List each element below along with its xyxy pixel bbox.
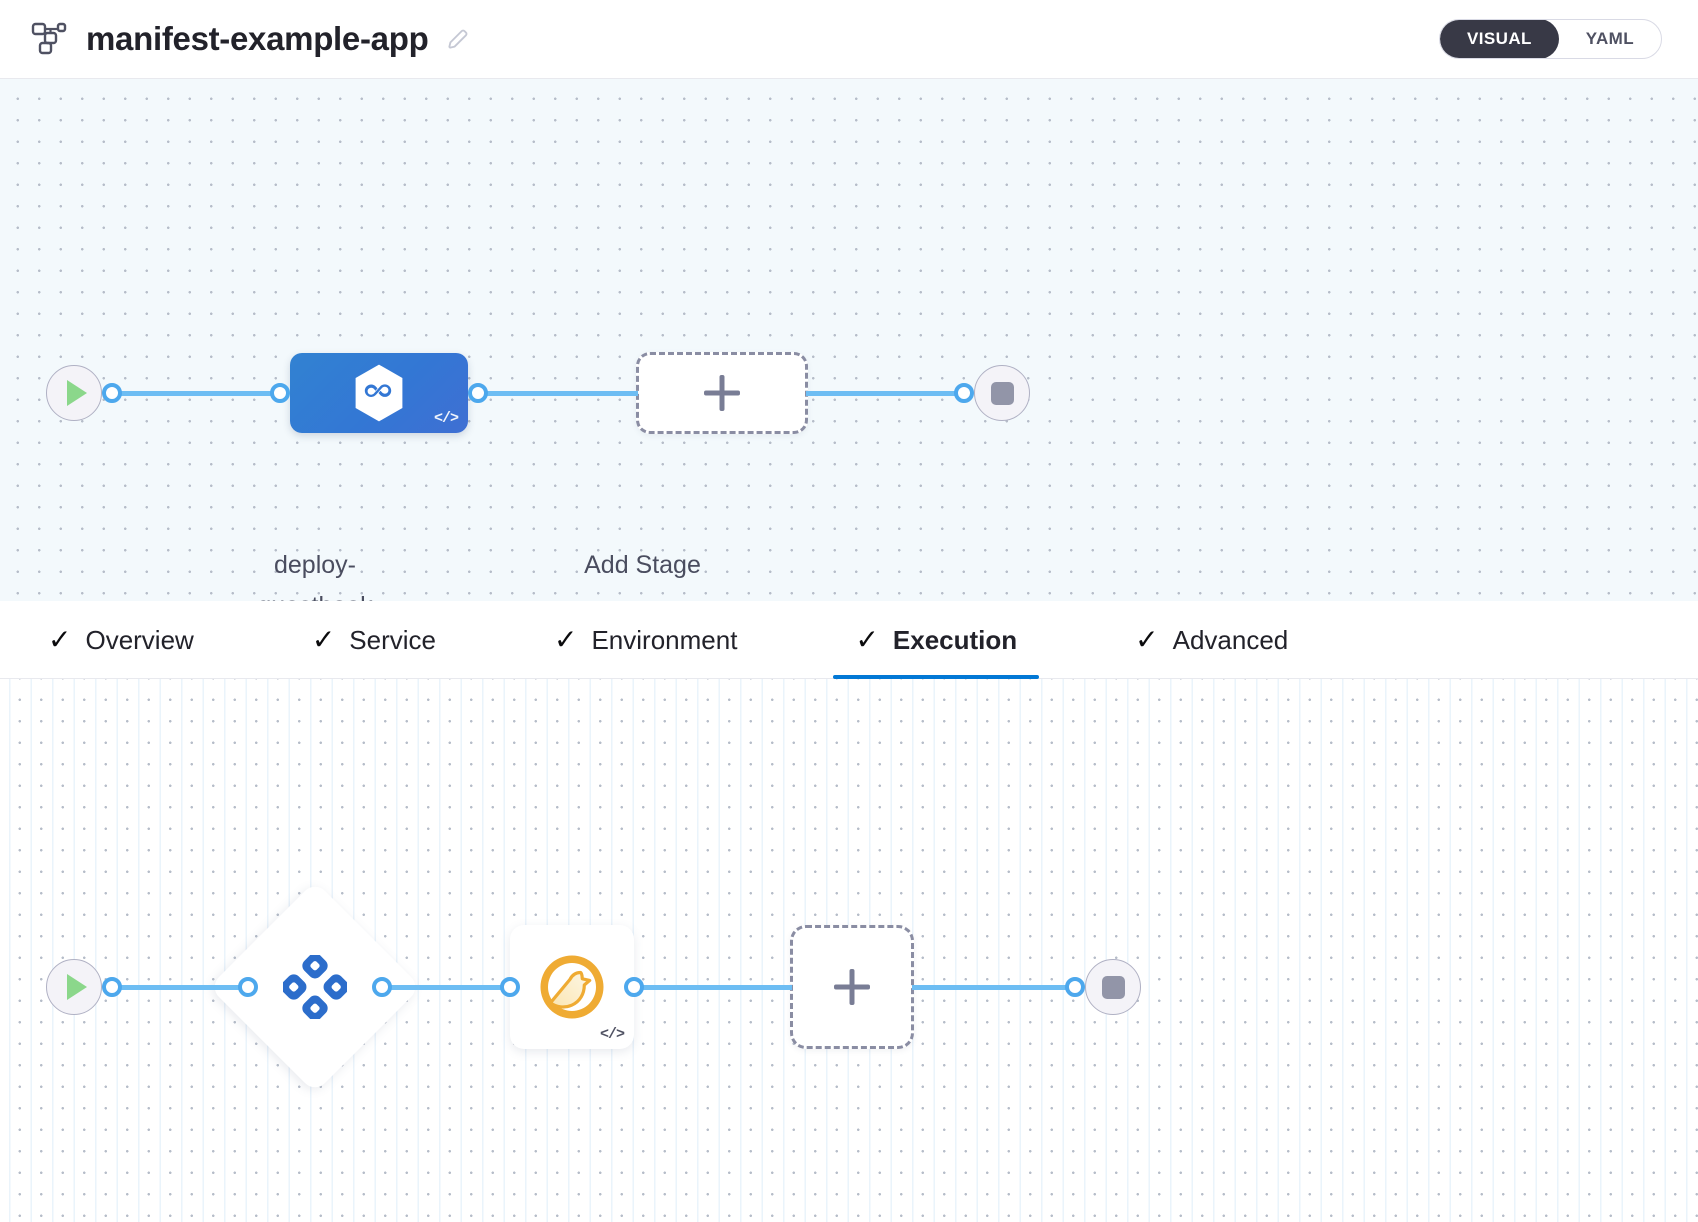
stage-label-line2: guestbook bbox=[237, 586, 393, 602]
play-icon bbox=[67, 974, 87, 1000]
tab-environment[interactable]: ✓ Environment bbox=[532, 601, 759, 679]
play-icon bbox=[67, 380, 87, 406]
connector-start-to-stage bbox=[120, 390, 272, 396]
page-title: manifest-example-app bbox=[86, 20, 429, 57]
connector-stage-to-addstage bbox=[486, 390, 638, 396]
header-left-group: manifest-example-app bbox=[0, 18, 472, 60]
add-step-button[interactable] bbox=[790, 925, 914, 1049]
tab-overview[interactable]: ✓ Overview bbox=[26, 601, 216, 679]
stage-config-tabbar: ✓ Overview ✓ Service ✓ Environment ✓ Exe… bbox=[0, 601, 1698, 679]
execution-end-input-port[interactable] bbox=[1065, 977, 1085, 997]
tab-label: Advanced bbox=[1172, 624, 1289, 655]
pencil-edit-icon[interactable] bbox=[444, 25, 472, 53]
execution-start-node[interactable] bbox=[46, 959, 102, 1015]
add-stage-label: Add Stage bbox=[584, 551, 701, 579]
check-icon: ✓ bbox=[855, 624, 879, 655]
pipeline-hierarchy-icon bbox=[28, 18, 70, 60]
execution-graph-canvas[interactable]: </> HarnessApprov al_1 K8sCanaryDepl oy_… bbox=[0, 679, 1698, 1222]
execution-start-output-port[interactable] bbox=[102, 977, 122, 997]
canary-bird-icon bbox=[540, 955, 604, 1019]
tab-execution[interactable]: ✓ Execution bbox=[833, 601, 1039, 679]
stage-graph-canvas[interactable]: </> deploy- guestbook Add Stage bbox=[0, 79, 1698, 601]
yaml-mode-button[interactable]: YAML bbox=[1559, 20, 1661, 58]
stop-icon bbox=[1101, 975, 1125, 999]
tab-advanced[interactable]: ✓ Advanced bbox=[1113, 601, 1310, 679]
step-node-k8s-canary-deploy[interactable]: </> bbox=[510, 925, 634, 1049]
end-input-port[interactable] bbox=[954, 383, 974, 403]
connector-canary-to-addstep bbox=[642, 984, 792, 990]
view-mode-toggle[interactable]: VISUAL YAML bbox=[1439, 19, 1662, 59]
connector-addstage-to-end bbox=[806, 390, 956, 396]
tab-service[interactable]: ✓ Service bbox=[290, 601, 458, 679]
harness-cd-hexagon-icon bbox=[355, 364, 403, 422]
harness-approval-clover-icon bbox=[283, 955, 347, 1019]
stage-node-label: deploy- guestbook bbox=[237, 545, 393, 601]
tab-label: Overview bbox=[85, 624, 194, 655]
stage-output-port[interactable] bbox=[468, 383, 488, 403]
pipeline-start-node[interactable] bbox=[46, 365, 102, 421]
tab-label: Service bbox=[349, 624, 436, 655]
stage-input-port[interactable] bbox=[270, 383, 290, 403]
connector-addstep-to-end bbox=[912, 984, 1067, 990]
add-stage-button[interactable] bbox=[636, 352, 808, 434]
step-node-harness-approval[interactable] bbox=[208, 880, 422, 1094]
stage-node-deploy-guestbook[interactable]: </> bbox=[290, 353, 468, 433]
check-icon: ✓ bbox=[48, 624, 72, 655]
visual-mode-button[interactable]: VISUAL bbox=[1440, 20, 1559, 58]
execution-end-node[interactable] bbox=[1085, 959, 1141, 1015]
connector-start-to-approval bbox=[120, 984, 240, 990]
plus-icon bbox=[704, 375, 740, 411]
canary-output-port[interactable] bbox=[624, 977, 644, 997]
check-icon: ✓ bbox=[554, 624, 578, 655]
code-badge-icon: </> bbox=[433, 410, 459, 427]
approval-output-port[interactable] bbox=[372, 977, 392, 997]
canary-input-port[interactable] bbox=[500, 977, 520, 997]
check-icon: ✓ bbox=[311, 624, 336, 655]
approval-node-wrap bbox=[208, 880, 422, 1094]
plus-icon bbox=[834, 969, 870, 1005]
connector-approval-to-canary bbox=[390, 984, 502, 990]
code-badge-icon: </> bbox=[599, 1026, 625, 1043]
tab-label: Environment bbox=[591, 624, 738, 655]
pipeline-end-node[interactable] bbox=[974, 365, 1030, 421]
stop-icon bbox=[990, 381, 1014, 405]
app-header: manifest-example-app VISUAL YAML bbox=[0, 0, 1698, 79]
tab-label: Execution bbox=[892, 624, 1018, 655]
start-output-port[interactable] bbox=[102, 383, 122, 403]
check-icon: ✓ bbox=[1135, 624, 1159, 655]
stage-label-line1: deploy- bbox=[274, 551, 356, 579]
approval-input-port[interactable] bbox=[238, 977, 258, 997]
